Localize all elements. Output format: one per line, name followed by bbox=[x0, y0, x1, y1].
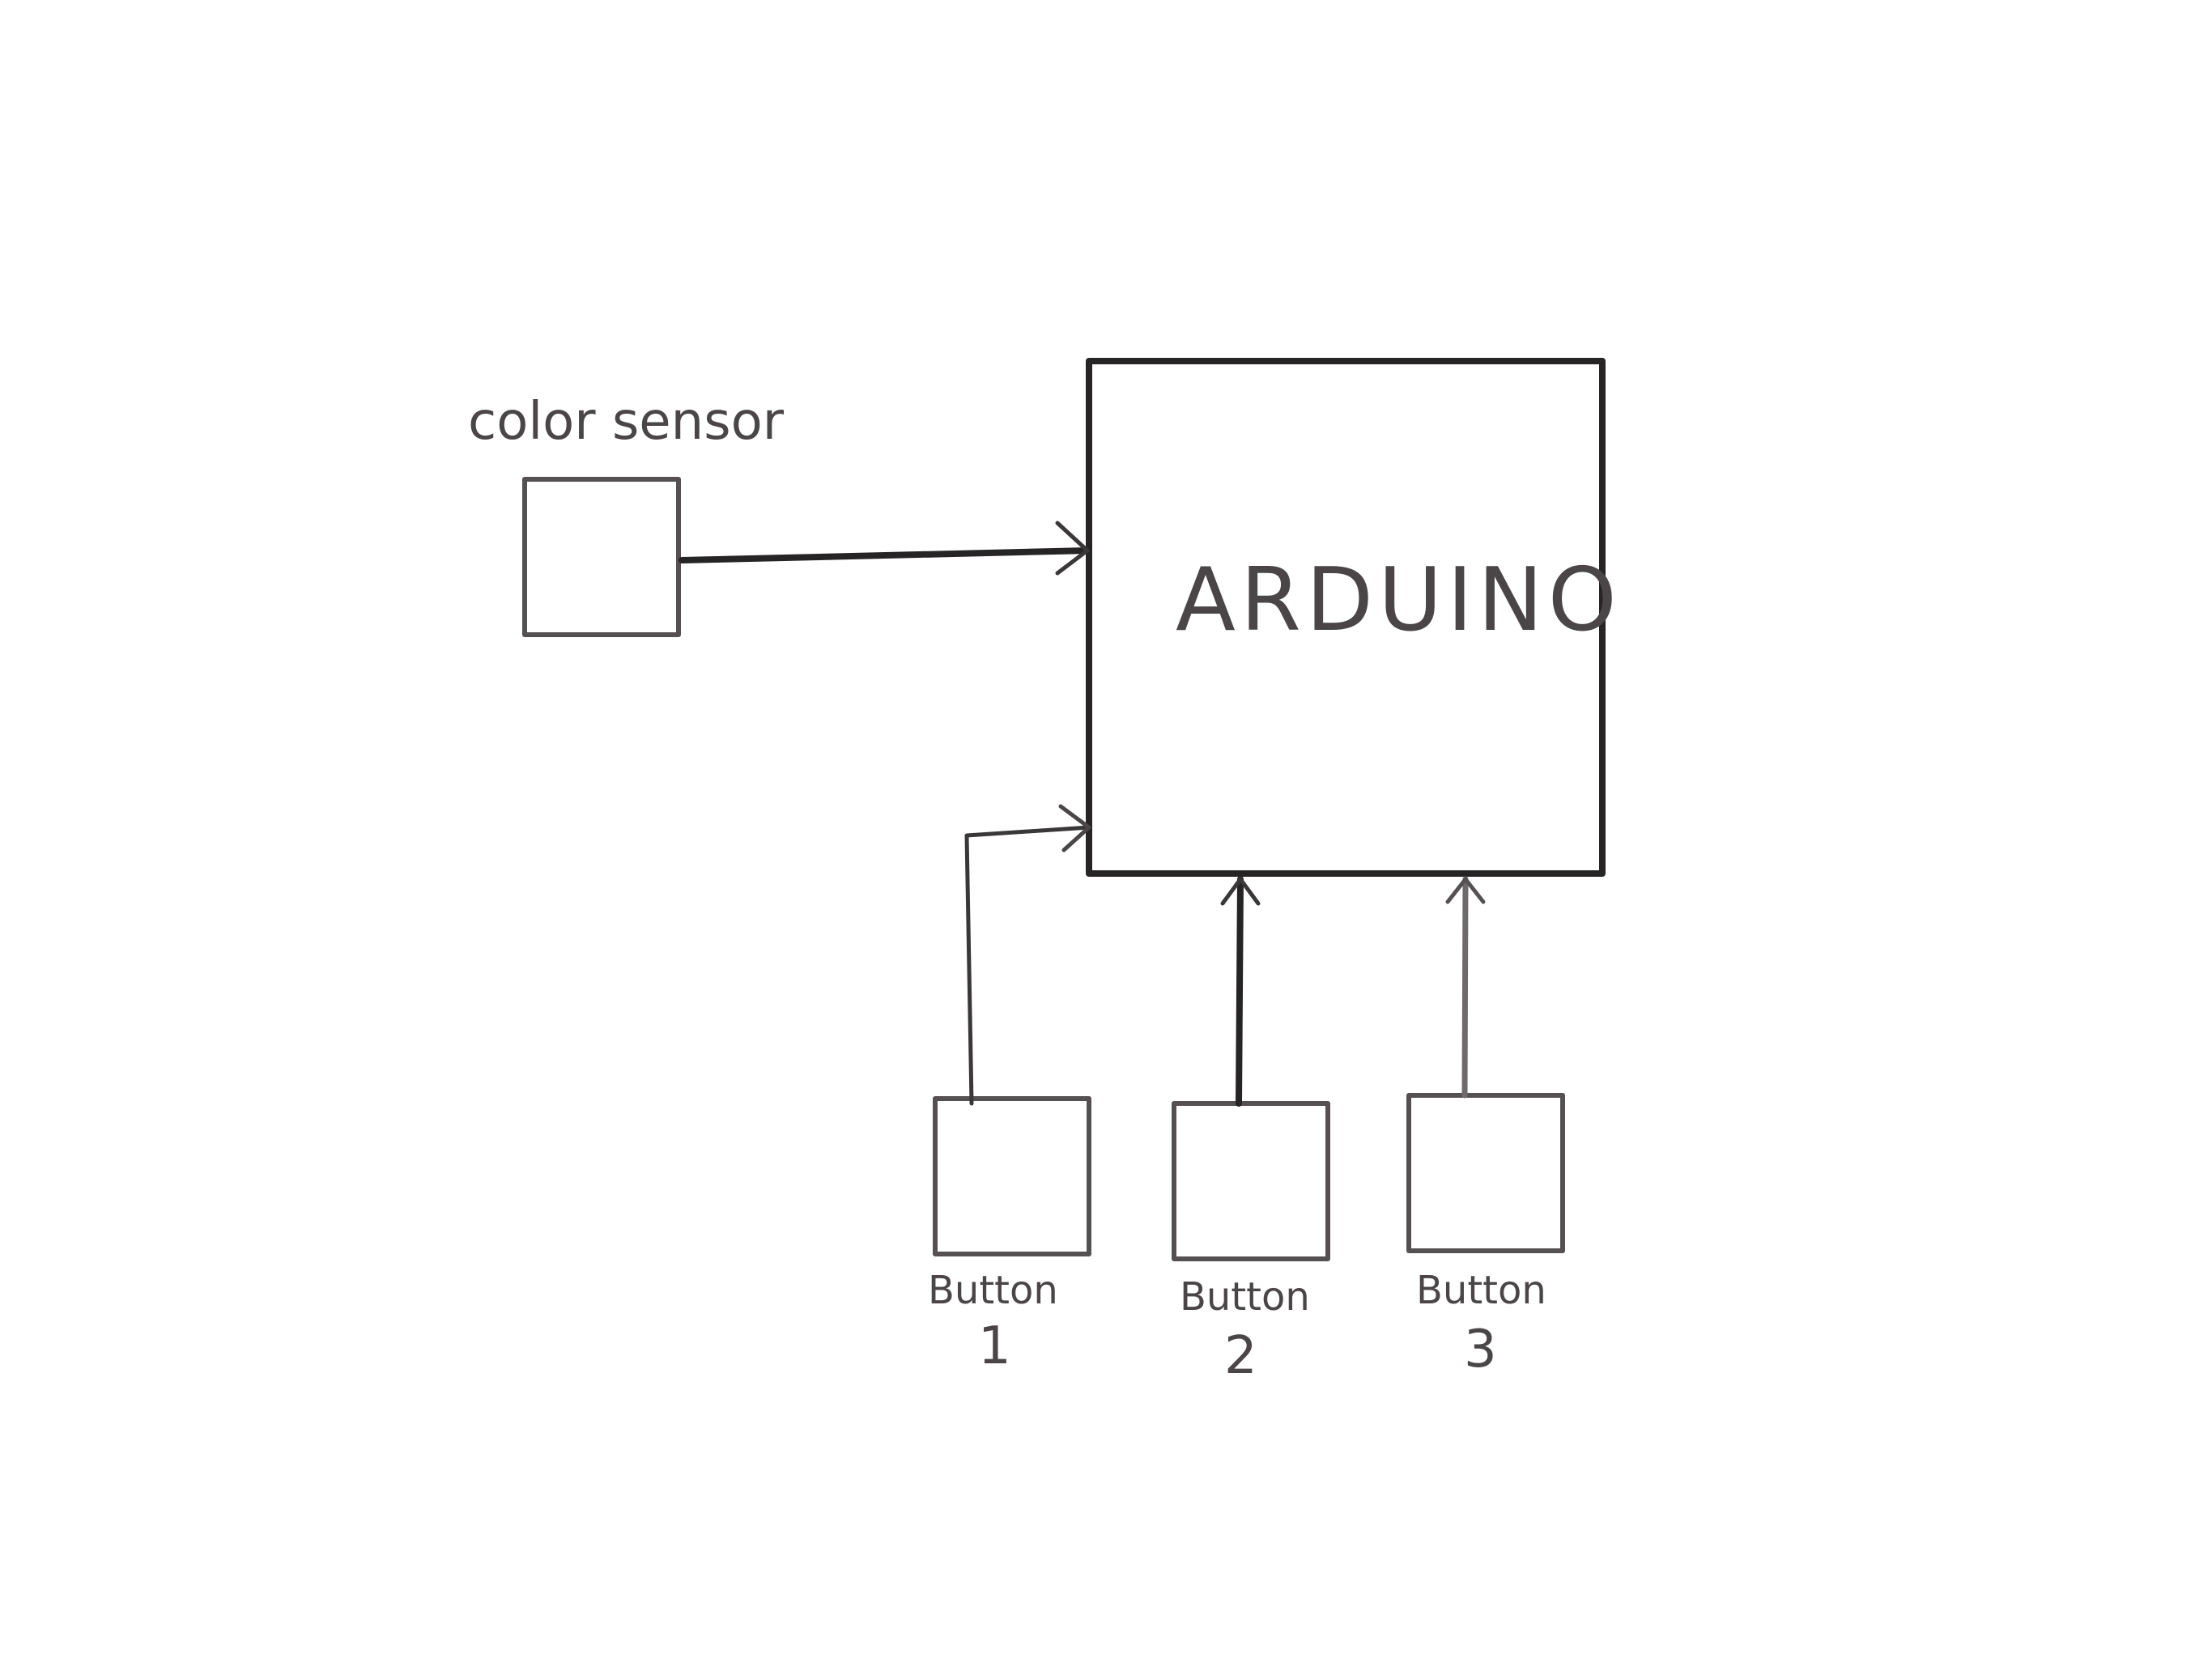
button-1-box bbox=[933, 1096, 1091, 1256]
arrowhead-icon bbox=[1055, 521, 1090, 576]
button-2-label-number: 2 bbox=[1224, 1326, 1257, 1386]
arrowhead-icon bbox=[1058, 804, 1091, 852]
edge-button-1-to-arduino bbox=[964, 804, 1091, 1106]
button-3-node: Button 3 bbox=[1406, 1093, 1565, 1380]
arduino-label: ARDUINO bbox=[1176, 550, 1622, 651]
arduino-box bbox=[1086, 358, 1606, 877]
arrowhead-icon bbox=[1220, 877, 1261, 906]
button-1-label-word: Button bbox=[928, 1268, 1058, 1313]
button-3-box bbox=[1406, 1093, 1565, 1253]
button-2-node: Button 2 bbox=[1172, 1101, 1330, 1386]
button-3-label-number: 3 bbox=[1464, 1320, 1497, 1380]
button-3-label-word: Button bbox=[1416, 1268, 1546, 1313]
button-2-box bbox=[1172, 1101, 1330, 1261]
arrowhead-icon bbox=[1445, 877, 1486, 904]
color-sensor-box bbox=[522, 477, 681, 637]
color-sensor-label: color sensor bbox=[468, 392, 785, 452]
edge-color-sensor-to-arduino bbox=[678, 521, 1092, 576]
button-2-label-word: Button bbox=[1180, 1274, 1310, 1320]
arduino-node: ARDUINO bbox=[1086, 358, 1622, 877]
edge-button-2-to-arduino bbox=[1220, 876, 1261, 1107]
button-1-label-number: 1 bbox=[978, 1316, 1011, 1376]
button-1-node: Button 1 bbox=[928, 1096, 1091, 1376]
edge-button-3-to-arduino bbox=[1445, 876, 1486, 1099]
color-sensor-node: color sensor bbox=[468, 392, 785, 637]
